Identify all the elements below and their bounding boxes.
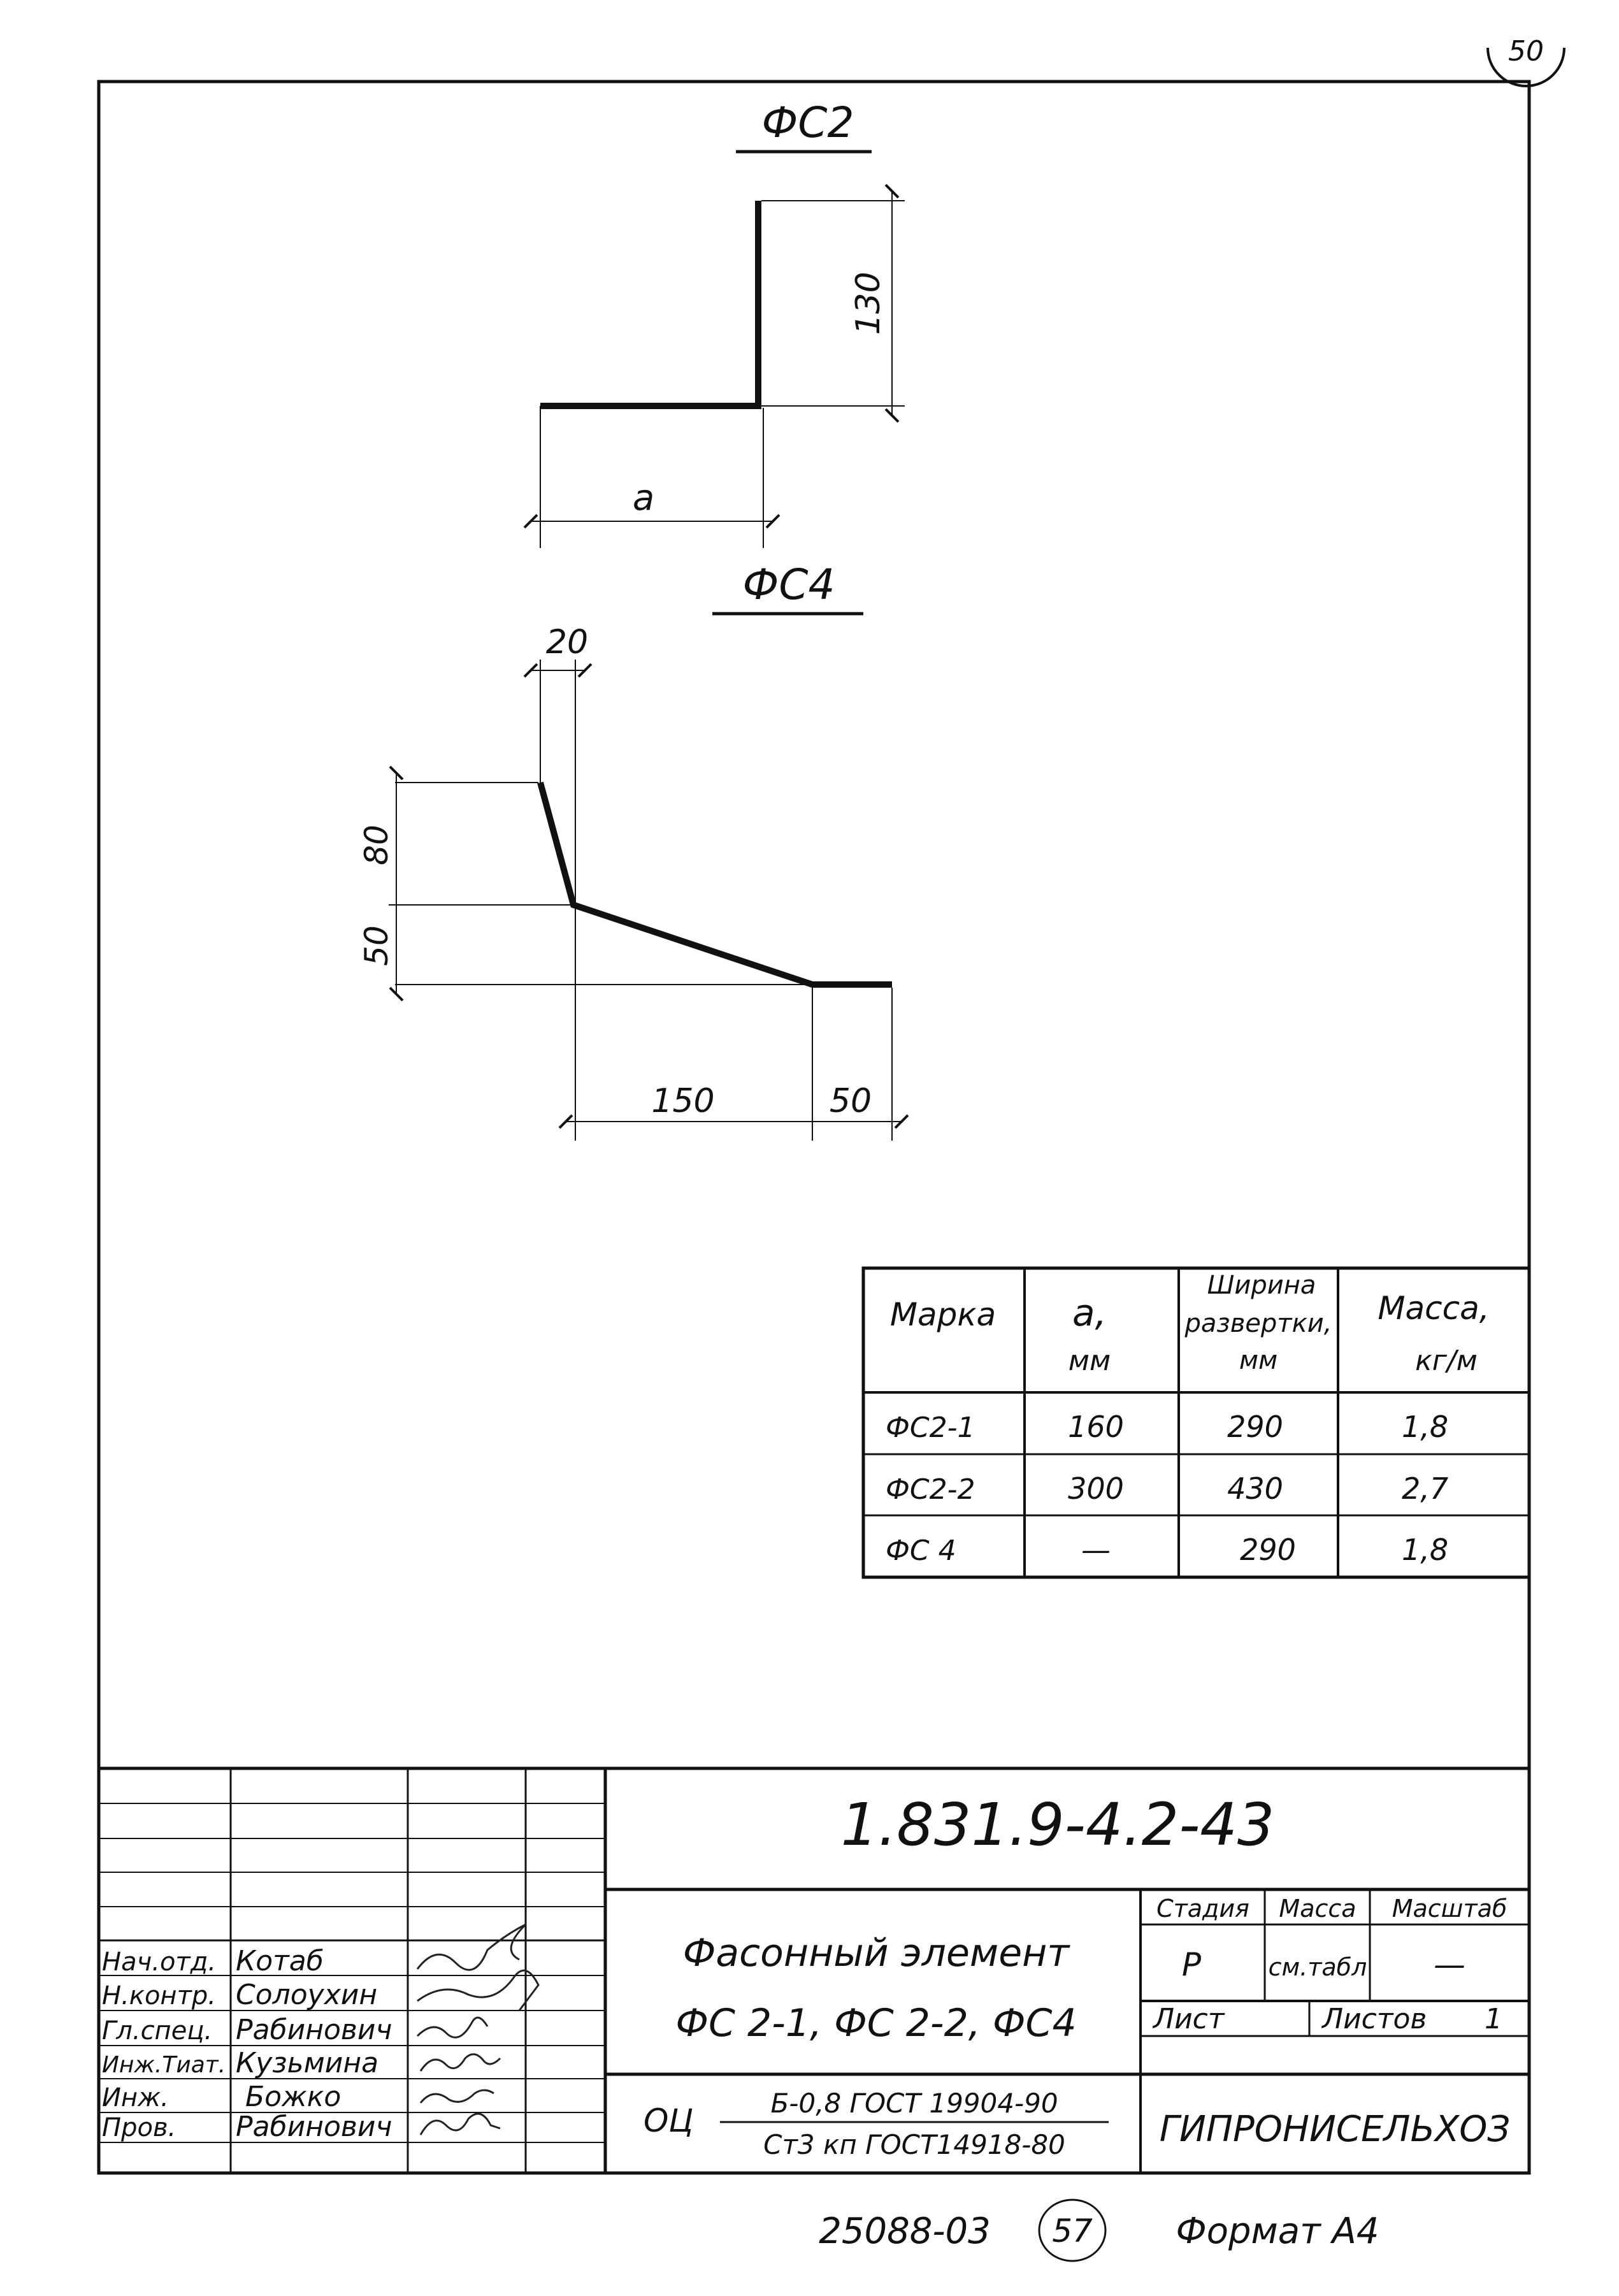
role-name: Кузьмина [236,2047,378,2079]
table-cell: ФС 4 [886,1534,956,1567]
signature-scribbles [416,1923,540,2135]
format-label: Формат А4 [1176,2211,1379,2252]
table-row: ФС2-1 160 290 1,8 [886,1410,1448,1444]
spec-table: Марка а, мм Ширина развертки, мм Масса, … [861,1266,1531,1579]
table-row: ФС 4 — 290 1,8 [886,1533,1448,1567]
role-name: Солоухин [236,1979,377,2011]
sheets-label: Листов [1321,2003,1427,2035]
item-name-line2: ФС 2-1, ФС 2-2, ФС4 [675,2001,1076,2046]
table-header-a-unit: мм [1069,1345,1111,1377]
inventory-number: 25088-03 [819,2211,991,2252]
sheet-number: 50 [1508,35,1544,68]
mass-label: Масса [1279,1895,1356,1923]
fs2-profile [540,201,761,409]
table-cell: ФС2-2 [886,1473,975,1506]
stage-label: Стадия [1156,1895,1249,1923]
table-cell: 160 [1068,1410,1124,1444]
role-name: Божко [245,2081,341,2113]
table-header-width-1: Ширина [1207,1271,1316,1300]
material-line1: Б-0,8 ГОСТ 19904-90 [770,2088,1058,2119]
table-cell: 290 [1240,1533,1296,1567]
material-line2: Ст3 кп ГОСТ14918-80 [763,2129,1065,2160]
footer: 25088-03 57 Формат А4 [819,2199,1379,2262]
fs2-title: ФС2 [762,98,854,147]
mass-value: см.табл [1269,1953,1367,1981]
sheets-value: 1 [1485,2003,1502,2035]
fs2-drawing: ФС2 130 а [523,98,905,548]
role-label: Н.контр. [102,1981,216,2011]
item-name-line1: Фасонный элемент [683,1931,1071,1975]
document-code: 1.831.9-4.2-43 [841,1791,1275,1859]
table-cell: — [1081,1533,1111,1567]
organization-name: ГИПРОНИСЕЛЬХОЗ [1160,2109,1510,2150]
fs4-profile [537,781,892,988]
title-block: Нач.отд. Котаб Н.контр. Солоухин Гл.спец… [99,1766,1529,2173]
fs4-dim-50-bottom: 50 [830,1082,872,1120]
table-cell: 2,7 [1402,1471,1448,1506]
sheet-label: Лист [1152,2003,1225,2035]
scale-value: — [1434,1946,1465,1983]
material-prefix: ОЦ [644,2102,693,2139]
role-label: Инж.Тиат. [102,2052,226,2078]
fs2-height-label: 130 [849,271,888,335]
table-header-width-unit: мм [1239,1346,1277,1375]
stage-value: Р [1182,1946,1202,1983]
role-name: Рабинович [236,2014,392,2046]
role-label: Гл.спец. [102,2016,212,2046]
role-name: Рабинович [236,2111,392,2143]
role-label: Пров. [102,2113,176,2142]
table-cell: 300 [1068,1471,1124,1506]
role-label: Нач.отд. [102,1947,216,1977]
fs2-a-label: а [633,477,654,519]
fs4-dim-50-left: 50 [358,925,395,966]
fs4-dim-20: 20 [546,623,588,661]
sheet-number-mark: 50 [1486,35,1565,87]
table-header-mass-unit: кг/м [1415,1345,1478,1377]
fs4-title: ФС4 [743,560,835,609]
scale-label: Масштаб [1392,1895,1507,1923]
drawing-frame [97,80,1531,2175]
table-header-width-2: развертки, [1184,1309,1332,1338]
role-label: Инж. [102,2083,169,2112]
table-cell: ФС2-1 [886,1412,975,1444]
table-cell: 1,8 [1402,1410,1448,1444]
table-cell: 430 [1227,1471,1283,1506]
table-cell: 1,8 [1402,1533,1448,1567]
table-header-mark: Марка [890,1296,996,1333]
role-name: Котаб [236,1945,324,1977]
fs4-drawing: ФС4 20 80 50 150 50 [358,560,909,1141]
table-row: ФС2-2 300 430 2,7 [886,1471,1448,1506]
table-cell: 290 [1227,1410,1283,1444]
table-header-mass: Масса, [1378,1290,1489,1327]
fs4-dim-80: 80 [358,825,395,865]
page-circle-number: 57 [1052,2213,1093,2249]
table-header-a: а, [1072,1291,1107,1334]
fs4-dim-150: 150 [651,1082,714,1120]
